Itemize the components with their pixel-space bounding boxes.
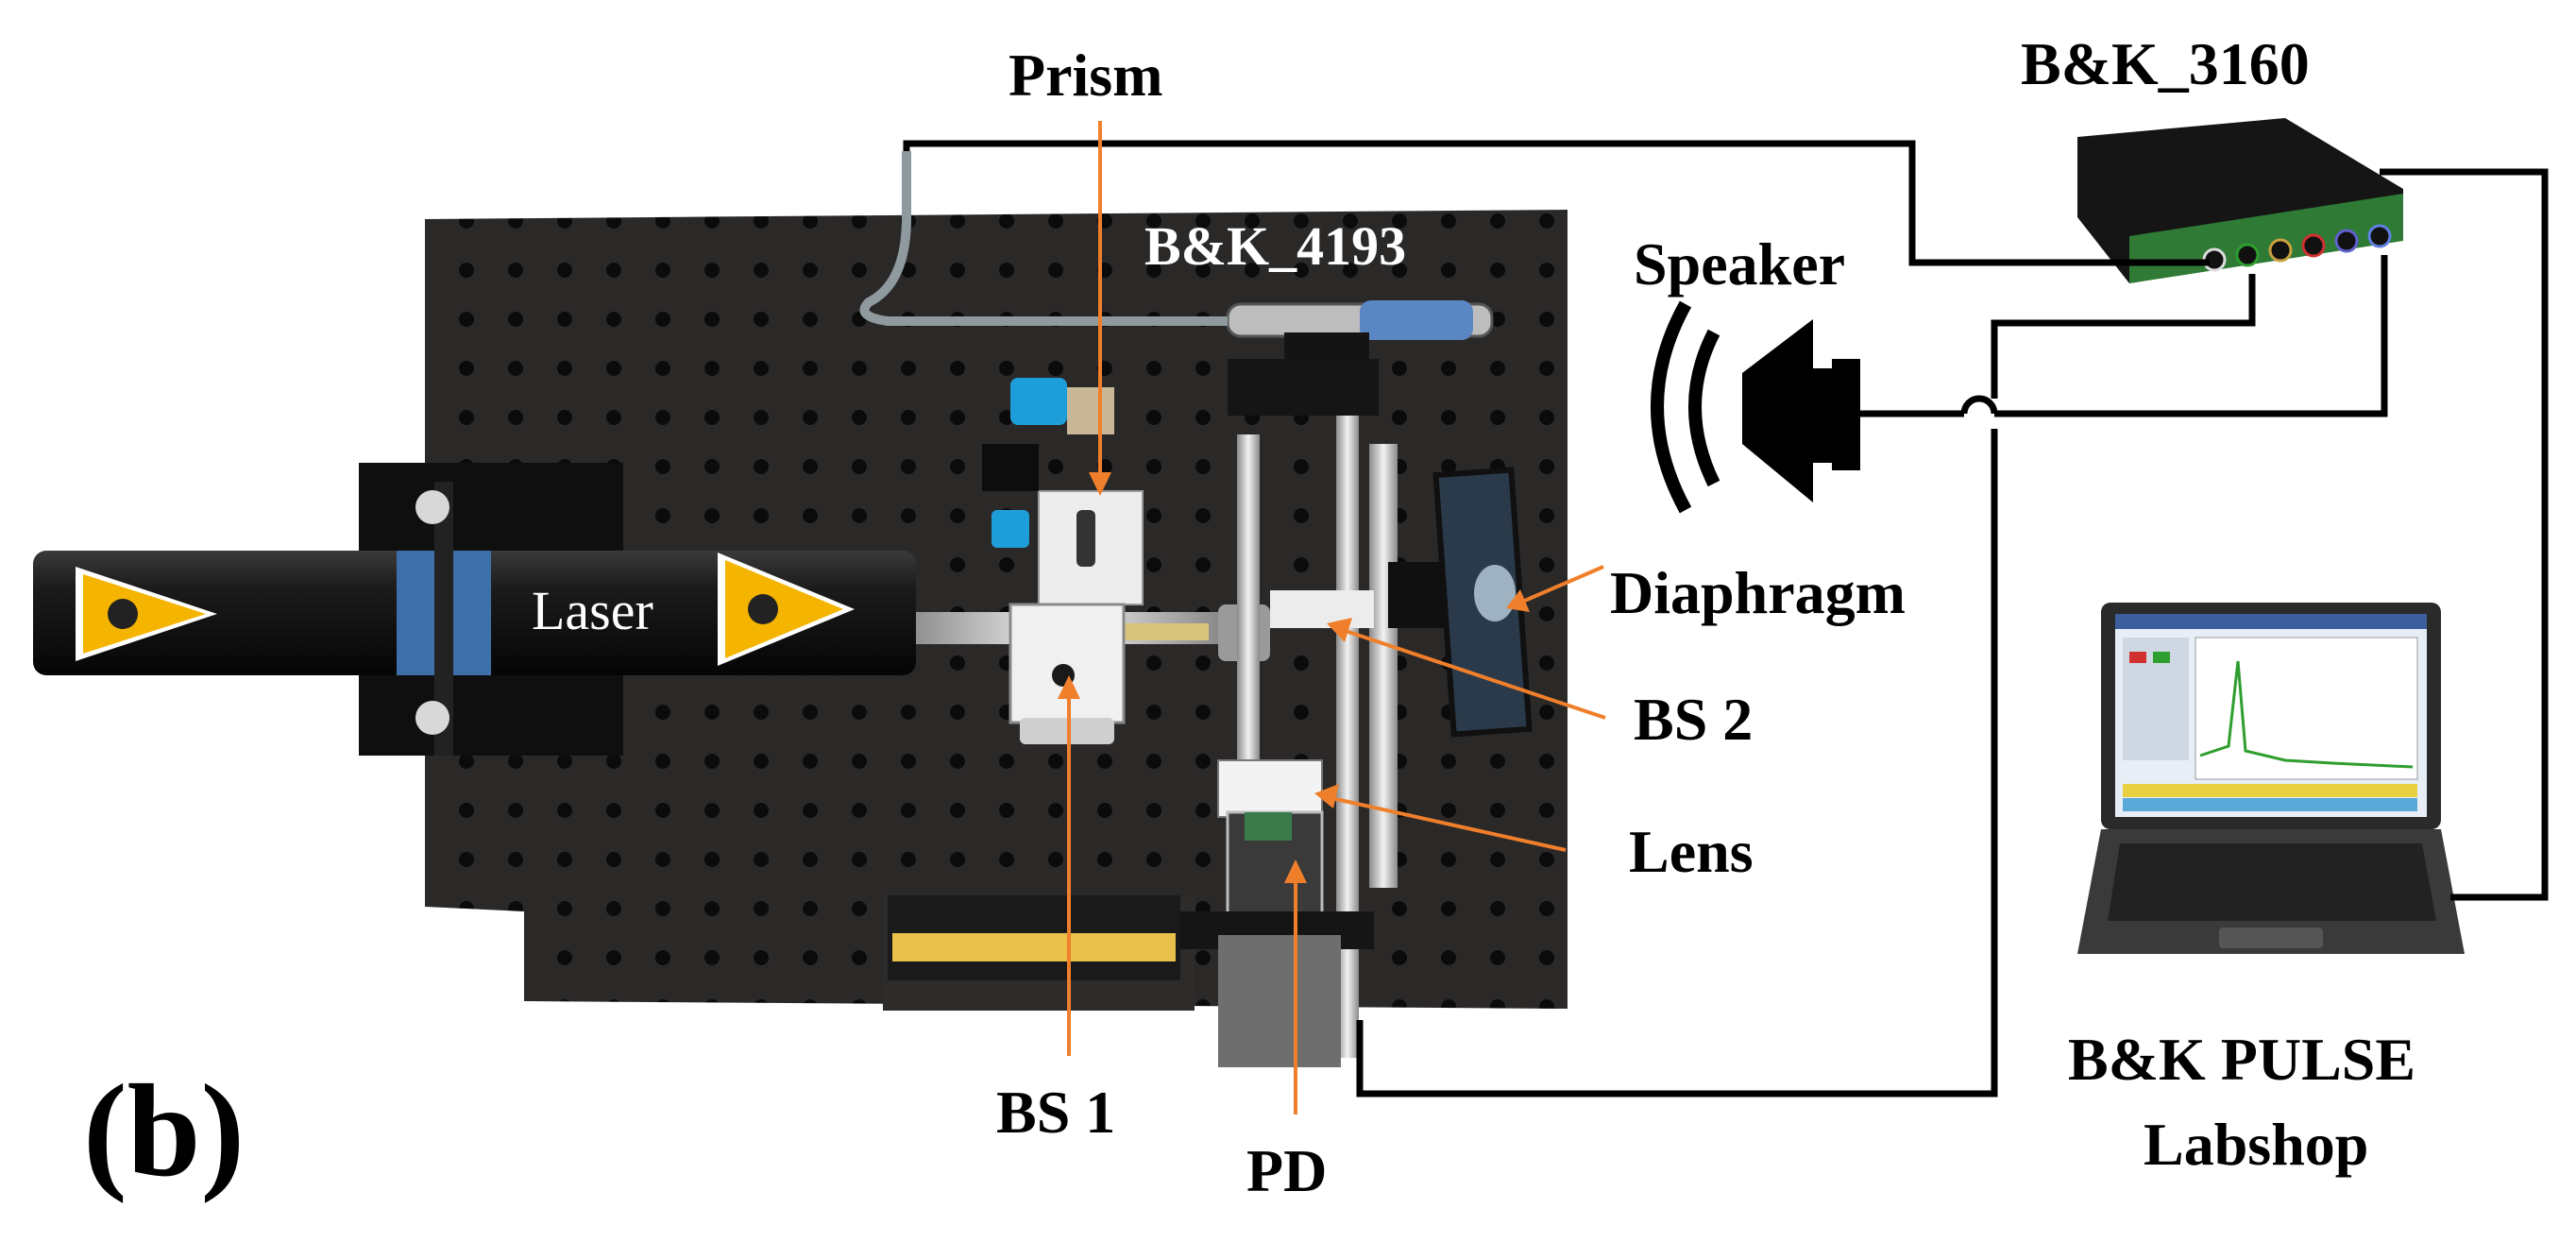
- speaker-icon: [1651, 300, 1860, 514]
- laptop-icon: [2077, 603, 2465, 954]
- pd-arrowhead: [1284, 859, 1307, 883]
- label-pulse-line2: Labshop: [2144, 1111, 2369, 1178]
- bs2-arrowhead: [1327, 618, 1352, 642]
- label-lens: Lens: [1629, 818, 1754, 885]
- annotation-arrows: [1058, 121, 1606, 1114]
- bs2-arrow: [1345, 629, 1606, 720]
- lens-arrow: [1330, 796, 1567, 852]
- label-pd: PD: [1246, 1137, 1328, 1204]
- diaphragm-arrow: [1519, 565, 1604, 604]
- bs1-arrowhead: [1058, 675, 1080, 699]
- label-bs2: BS 2: [1634, 686, 1754, 753]
- label-laser: Laser: [532, 580, 653, 641]
- ruler: [888, 895, 1180, 980]
- diaphragm-arrowhead: [1506, 589, 1530, 612]
- prism-mount: [982, 378, 1144, 605]
- label-pulse-line1: B&K PULSE: [2068, 1026, 2416, 1093]
- label-prism: Prism: [1008, 42, 1163, 109]
- label-diaphragm: Diaphragm: [1610, 559, 1906, 626]
- label-bk3160: B&K_3160: [2021, 30, 2310, 97]
- label-bk4193: B&K_4193: [1144, 215, 1407, 277]
- lens-pd-assembly: [1176, 759, 1374, 1067]
- laser: [33, 463, 916, 756]
- prism-arrowhead: [1089, 472, 1111, 496]
- label-speaker: Speaker: [1634, 230, 1845, 298]
- lens-arrowhead: [1314, 784, 1339, 808]
- bk3160-analyzer: [2077, 118, 2403, 283]
- panel-label: (b): [83, 1058, 246, 1204]
- cables: [903, 140, 2549, 1097]
- label-bs1: BS 1: [996, 1079, 1116, 1146]
